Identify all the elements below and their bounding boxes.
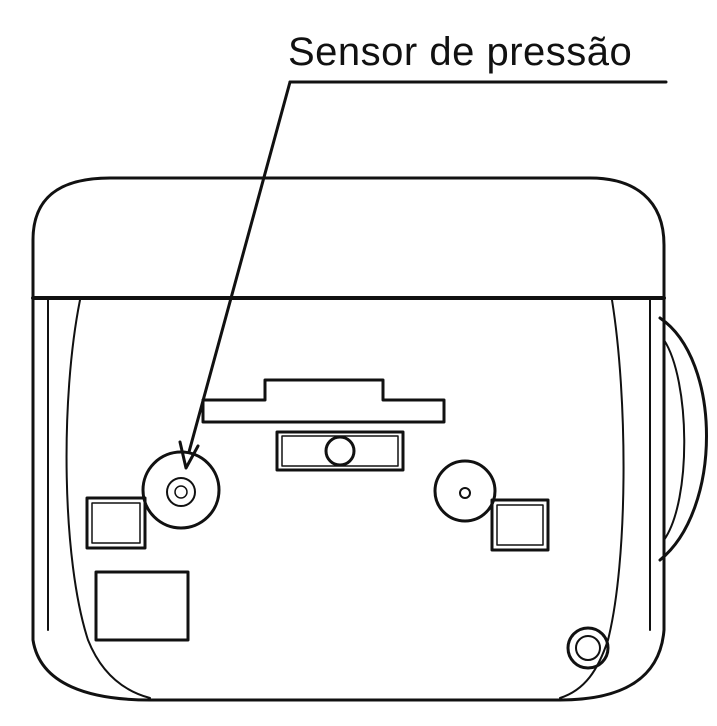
pressure-sensor-label: Sensor de pressão: [288, 30, 633, 74]
device-body: [31, 296, 666, 702]
label-panel: [94, 570, 190, 642]
pressure-sensor: [141, 450, 221, 530]
right-inner-contour: [559, 299, 625, 699]
callout-leader: [178, 80, 668, 470]
left-inner-contour: [65, 299, 151, 699]
callout-arrow-line: [187, 80, 292, 454]
right-roller: [433, 459, 497, 523]
top-cover: [31, 176, 666, 300]
screw-hole: [566, 626, 610, 670]
left-square-button: [85, 496, 147, 550]
center-bracket: [201, 378, 446, 424]
side-wheel: [658, 316, 708, 562]
center-slot: [275, 430, 405, 472]
right-square-button: [490, 498, 550, 552]
